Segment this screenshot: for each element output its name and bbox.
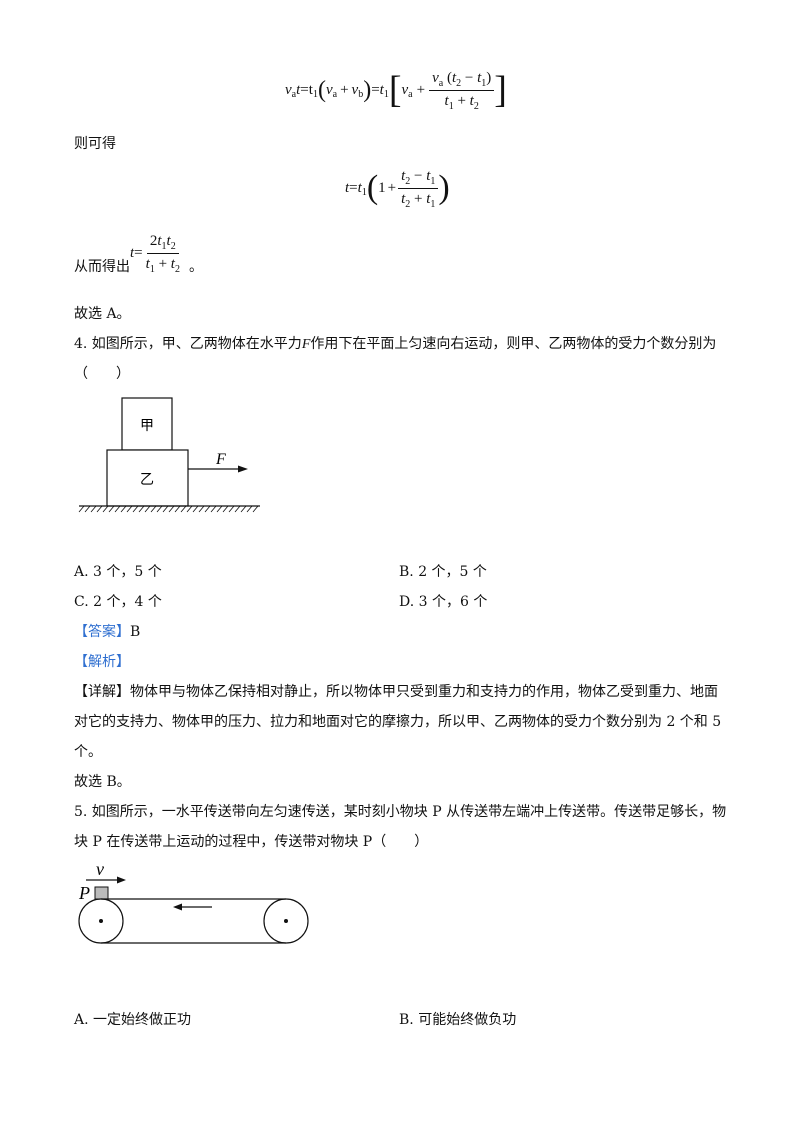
eq1-t1-sub: 1 [312,88,318,100]
detail-line-3: 个。 [74,744,102,760]
q4-option-b: B. 2 个，5 个 [399,564,487,580]
block-yi [106,449,189,507]
eq2-fraction: t2 − t1 t2 + t1 [398,167,439,210]
eq1-va: v [285,81,292,98]
eq1-va2-sub: a [332,88,338,100]
text-then: 则可得 [74,136,116,152]
block-yi-label: 乙 [140,472,154,488]
eq1-va-sub: a [291,88,297,100]
text-thus: 从而得出 [74,259,130,275]
equation-3: t= 2t1t2 t1 + t2 。 [130,233,203,275]
eq1-t: t [296,81,301,98]
q4-stem-F: F [301,337,311,352]
q4-paren: （ ） [74,366,130,382]
detail-line-2: 对它的支持力、物体甲的压力、拉力和地面对它的摩擦力，所以甲、乙两物体的受力个数分… [74,714,722,730]
block-jia [121,397,173,451]
q5-option-a: A. 一定始终做正功 [74,1012,192,1028]
velocity-label: v [96,859,104,879]
q4-answer: 【答案】B [74,622,140,642]
choose-b: 故选 B。 [74,774,131,790]
q5-stem-line-2: 块 P 在传送带上运动的过程中，传送带对物块 P（ ） [74,834,429,850]
block-p [94,886,109,900]
eq3-period: 。 [188,259,203,275]
q5-stem-line-1: 5. 如图所示，一水平传送带向左匀速传送，某时刻小物块 P 从传送带左端冲上传送… [74,804,727,820]
eq1-fraction: va (t2 − t1) t1 + t2 [429,69,495,112]
analysis-label: 【解析】 [74,654,130,670]
q5-option-b: B. 可能始终做负功 [399,1012,517,1028]
belt-direction-arrow-head [173,903,182,911]
answer-value: B [130,624,141,640]
detail-label: 【详解】 [74,684,130,700]
answer-label: 【答案】 [74,624,130,640]
block-p-label: P [78,883,90,903]
q4-option-d: D. 3 个，6 个 [399,594,488,610]
detail-text-1: 物体甲与物体乙保持相对静止，所以物体甲只受到重力和支持力的作用，物体乙受到重力、… [130,684,718,700]
right-pulley-axle [284,919,288,923]
left-pulley-axle [99,919,103,923]
q4-figure: 甲 乙 F [78,397,260,513]
q4-option-a: A. 3 个，5 个 [74,564,162,580]
eq1-eq: =t [300,81,313,98]
q4-stem: 4. 如图所示，甲、乙两物体在水平力F作用下在平面上匀速向右运动，则甲、乙两物体… [74,334,716,355]
detail-line-1: 【详解】物体甲与物体乙保持相对静止，所以物体甲只受到重力和支持力的作用，物体乙受… [74,682,718,702]
force-arrow-head [238,465,248,473]
q4-stem-pre: 4. 如图所示，甲、乙两物体在水平力 [74,336,302,352]
eq1-vb-sub: b [358,88,364,100]
force-label: F [215,451,226,468]
ground-hatch [78,505,259,513]
q4-stem-post: 作用下在平面上匀速向右运动，则甲、乙两物体的受力个数分别为 [310,336,717,352]
eq1-lparen: ( [317,76,326,103]
choose-a: 故选 A。 [74,306,131,322]
q4-option-c: C. 2 个，4 个 [74,594,162,610]
q5-figure: v P [78,859,309,944]
block-jia-label: 甲 [140,419,154,434]
eq1-plus: + [340,81,349,98]
velocity-arrow-head [117,876,126,884]
